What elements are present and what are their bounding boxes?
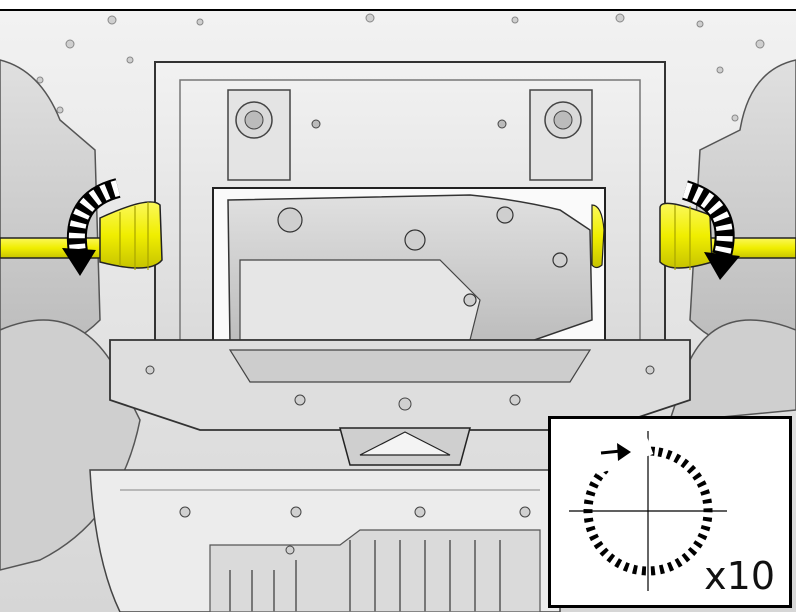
right-rotation-arrow bbox=[681, 180, 740, 280]
rotation-circle-icon bbox=[569, 431, 727, 591]
left-rotation-arrow bbox=[62, 178, 121, 276]
top-border bbox=[0, 0, 796, 11]
left-wheel-arch bbox=[0, 319, 141, 571]
repeat-count-label: x10 bbox=[704, 554, 775, 598]
subframe-mounts bbox=[227, 89, 593, 181]
rotation-inset: x10 bbox=[548, 416, 792, 608]
